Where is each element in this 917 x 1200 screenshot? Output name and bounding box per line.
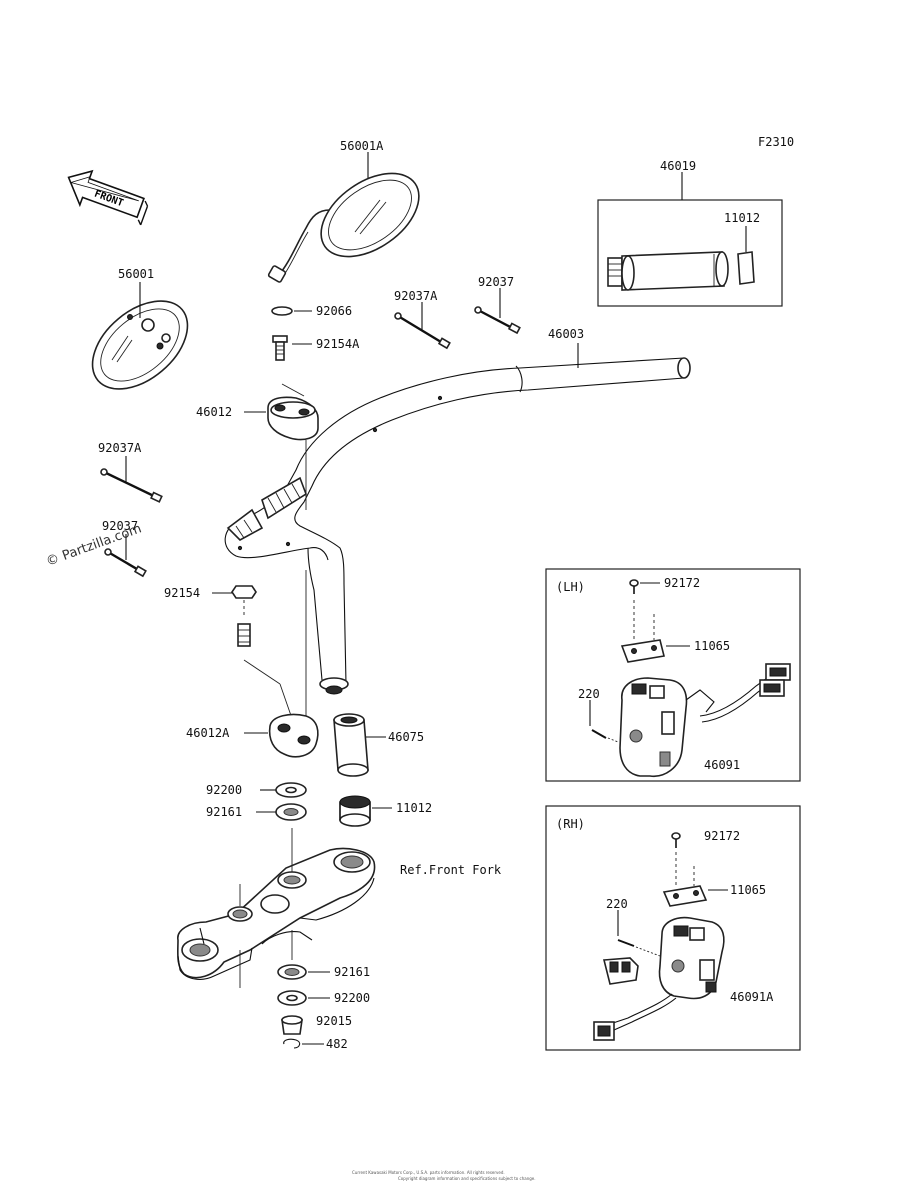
label-rh-screw: 92172: [704, 829, 740, 843]
lh-screw-part: [629, 579, 639, 594]
label-lh-bolt: 220: [578, 687, 600, 701]
washer-92066-part: [271, 306, 293, 316]
band-92037a-left-part: [100, 468, 163, 503]
footer-line-1: Current Kawasaki Motors Corp., U.S.A. pa…: [352, 1170, 505, 1175]
band-92037-left-part: [104, 548, 147, 578]
grip-46075-part: [333, 713, 369, 777]
band-92037-top-part: [474, 306, 521, 335]
label-band-top: 92037: [478, 275, 514, 289]
lh-panel-label: (LH): [556, 580, 585, 594]
label-bushing-bottom: 92161: [334, 965, 370, 979]
label-lower-holder: 46012A: [186, 726, 230, 740]
label-band-a-left: 92037A: [98, 441, 142, 455]
end-cap-11012-part: [339, 795, 371, 827]
label-rh-bolt: 220: [606, 897, 628, 911]
label-rh-plate: 11065: [730, 883, 766, 897]
lh-plate-part: [620, 639, 665, 663]
label-mirror-washer: 92066: [316, 304, 352, 318]
label-upper-holder: 46012: [196, 405, 232, 419]
lh-bolt-part: [591, 729, 619, 743]
label-band-a-top: 92037A: [394, 289, 438, 303]
bushing-92161-bottom-part: [277, 964, 307, 980]
band-92037a-top-part: [394, 312, 451, 350]
rh-plate-part: [662, 885, 708, 907]
washer-92200-bottom-part: [277, 990, 307, 1006]
bolt-92154a-part: [272, 335, 288, 361]
handlebar-part: [224, 357, 691, 695]
rh-screw-part: [671, 832, 681, 848]
grip-set-grip-part: [607, 251, 729, 291]
label-holder-bolt: 92154: [164, 586, 200, 600]
upper-holder-part: [267, 396, 319, 441]
lower-holder-part: [268, 713, 319, 758]
grip-set-cap-part: [737, 251, 755, 285]
collar-92015-part: [281, 1015, 303, 1035]
label-handlebar: 46003: [548, 327, 584, 341]
label-lh-switch: 46091: [704, 758, 740, 772]
lh-switch-box: [545, 568, 801, 782]
label-end-cap: 11012: [396, 801, 432, 815]
label-washer-top: 92200: [206, 783, 242, 797]
mirror-right-part: [267, 172, 420, 283]
front-arrow-icon: FRONT: [67, 169, 149, 226]
reference-note: Ref.Front Fork: [400, 863, 502, 877]
label-lh-screw: 92172: [664, 576, 700, 590]
label-band-left: 92037: [102, 519, 138, 533]
label-grip-set-cap: 11012: [724, 211, 760, 225]
grip-set-box: [597, 199, 783, 307]
label-rh-switch: 46091A: [730, 990, 774, 1004]
label-collar: 92015: [316, 1014, 352, 1028]
label-washer-bottom: 92200: [334, 991, 370, 1005]
rh-bolt-part: [617, 939, 661, 957]
rh-switch-box: [545, 805, 801, 1051]
bolt-92154-part: [231, 585, 257, 647]
footer-line-2: Copyright diagram information and specif…: [398, 1176, 536, 1181]
bushing-92161-top-part: [275, 803, 307, 821]
label-mirror-right: 56001A: [340, 139, 384, 153]
clip-482-part: [283, 1038, 301, 1049]
label-mirror-bolt: 92154A: [316, 337, 360, 351]
label-clip: 482: [326, 1037, 348, 1051]
lh-switch-part: [619, 663, 791, 777]
label-bushing-top: 92161: [206, 805, 242, 819]
figure-code: F2310: [758, 135, 794, 149]
label-lh-plate: 11065: [694, 639, 730, 653]
label-grip-right: 46075: [388, 730, 424, 744]
triple-clamp-part: [176, 847, 376, 980]
mirror-left-part: [91, 300, 189, 390]
rh-panel-label: (RH): [556, 817, 585, 831]
washer-92200-top-part: [275, 782, 307, 798]
label-grip-set: 46019: [660, 159, 696, 173]
rh-switch-part: [593, 916, 725, 1041]
label-mirror-left: 56001: [118, 267, 154, 281]
